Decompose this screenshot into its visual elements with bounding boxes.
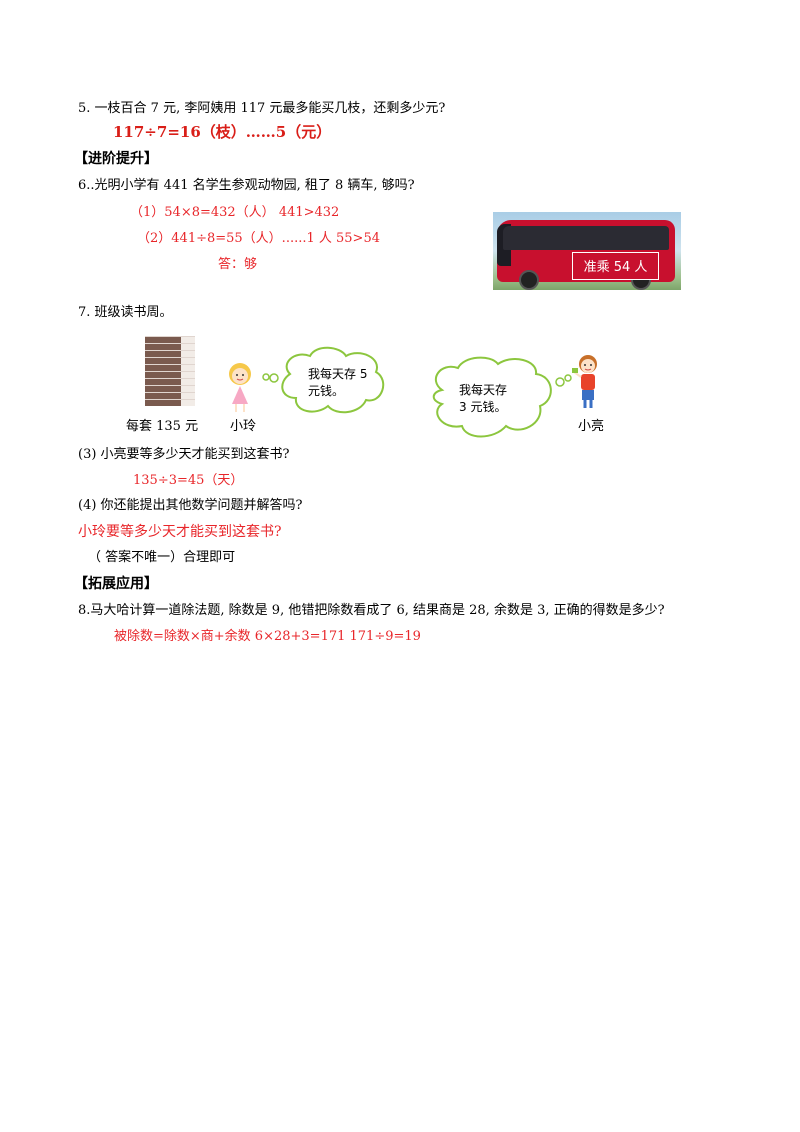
q7-sub4-question: (4) 你还能提出其他数学问题并解答吗? xyxy=(78,498,303,513)
q6-question: 6..光明小学有 441 名学生参观动物园, 租了 8 辆车, 够吗? xyxy=(78,178,415,193)
boy-speech-cloud xyxy=(432,356,572,438)
q6-method2: （2）441÷8=55（人）......1 人 55>54 xyxy=(137,231,380,246)
q7-sub4-answer: 小玲要等多少天才能买到这套书? xyxy=(78,524,282,540)
q8-answer: 被除数=除数×商+余数 6×28+3=171 171÷9=19 xyxy=(114,629,421,644)
q5-answer: 117÷7=16（枝）……5（元） xyxy=(113,123,332,141)
book-stack-image xyxy=(145,336,195,408)
bus-windows xyxy=(503,226,669,250)
section-heading-extension: 【拓展应用】 xyxy=(74,576,158,592)
girl-speech-cloud xyxy=(262,346,385,414)
boy-figure xyxy=(572,355,597,408)
boy-speech-line2: 3 元钱。 xyxy=(459,400,507,414)
girl-figure xyxy=(229,363,251,412)
bus-capacity-sign: 准乘 54 人 xyxy=(572,252,659,280)
q5-question: 5. 一枝百合 7 元, 李阿姨用 117 元最多能买几枝，还剩多少元? xyxy=(78,101,446,116)
q6-method1: （1）54×8=432（人） 441>432 xyxy=(130,205,340,220)
book-price-caption: 每套 135 元 xyxy=(126,419,199,434)
q6-answer: 答：够 xyxy=(218,257,258,272)
girl-speech-line2: 元钱。 xyxy=(308,384,345,398)
boy-name: 小亮 xyxy=(578,419,605,434)
girl-speech-line1: 我每天存 5 xyxy=(308,367,368,381)
girl-name: 小玲 xyxy=(230,419,257,434)
q7-sub3-question: (3) 小亮要等多少天才能买到这套书? xyxy=(78,447,290,462)
bus-capacity-label: 准乘 54 人 xyxy=(583,260,648,275)
section-heading-advanced: 【进阶提升】 xyxy=(74,151,158,167)
q8-question: 8.马大哈计算一道除法题, 除数是 9, 他错把除数看成了 6, 结果商是 28… xyxy=(78,603,665,618)
bus-wheel-front xyxy=(519,270,539,290)
q7-title: 7. 班级读书周。 xyxy=(78,305,173,320)
bus-image xyxy=(493,212,681,290)
q7-sub3-answer: 135÷3=45（天） xyxy=(133,473,244,488)
boy-speech-line1: 我每天存 xyxy=(459,383,508,397)
q7-sub4-note: （ 答案不唯一）合理即可 xyxy=(88,550,236,565)
